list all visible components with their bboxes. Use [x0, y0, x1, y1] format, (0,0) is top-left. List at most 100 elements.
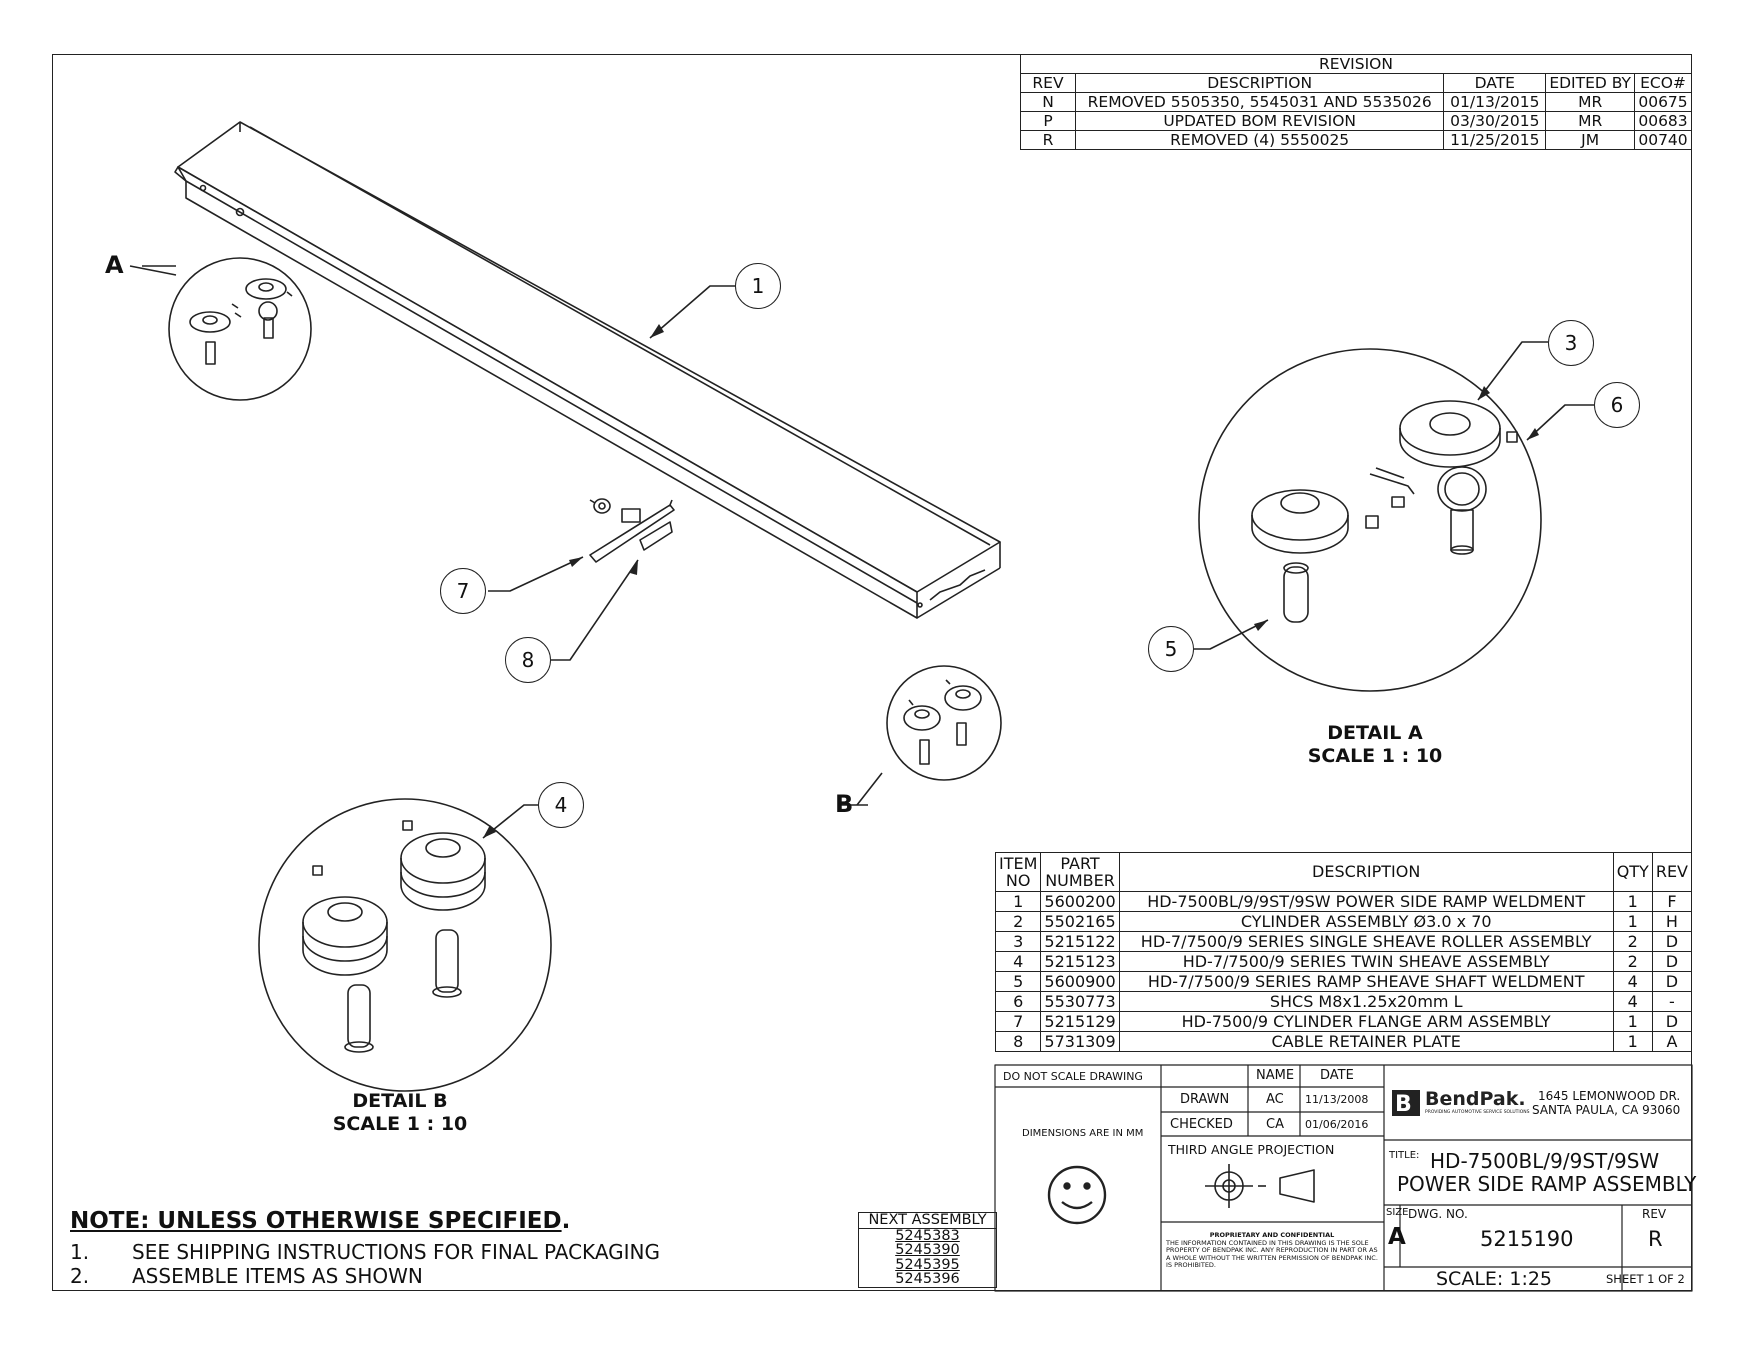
- note-2-number: 2.: [70, 1264, 90, 1288]
- revision-row: P UPDATED BOM REVISION 03/30/2015 MR 006…: [1020, 111, 1692, 131]
- revision-cell: UPDATED BOM REVISION: [1074, 111, 1445, 131]
- company-name: BendPak.: [1425, 1088, 1526, 1110]
- revision-cell: 00675: [1634, 92, 1692, 112]
- projection-label: THIRD ANGLE PROJECTION: [1168, 1142, 1335, 1157]
- sheet-number: SHEET 1 OF 2: [1606, 1272, 1685, 1286]
- bom-cell: 5600200: [1040, 891, 1120, 912]
- bill-of-materials: ITEM NO PART NUMBER DESCRIPTION QTY REV …: [994, 852, 1693, 1052]
- scale-value: SCALE: 1:25: [1436, 1268, 1553, 1290]
- bom-cell: 5: [994, 971, 1042, 992]
- revision-row: R REMOVED (4) 5550025 11/25/2015 JM 0074…: [1020, 130, 1692, 150]
- next-assembly-item: 5245390: [858, 1243, 997, 1258]
- bom-cell: 1: [1612, 1011, 1653, 1032]
- bom-cell: HD-7/7500/9 SERIES SINGLE SHEAVE ROLLER …: [1118, 931, 1614, 952]
- revision-cell: P: [1020, 111, 1076, 131]
- view-b-locator: [886, 665, 1002, 781]
- proprietary-text: THE INFORMATION CONTAINED IN THIS DRAWIN…: [1166, 1238, 1378, 1269]
- note-1-text: SEE SHIPPING INSTRUCTIONS FOR FINAL PACK…: [132, 1240, 661, 1264]
- callout-5: 5: [1148, 626, 1194, 672]
- callout-6: 6: [1594, 382, 1640, 428]
- revision-cell: N: [1020, 92, 1076, 112]
- next-assembly-item: 5245383: [858, 1228, 997, 1243]
- revision-cell: R: [1020, 130, 1076, 150]
- bom-cell: CYLINDER ASSEMBLY Ø3.0 x 70: [1118, 911, 1614, 932]
- bom-cell: 1: [994, 891, 1042, 912]
- detail-a-caption: DETAIL A SCALE 1 : 10: [1280, 722, 1470, 768]
- bom-cell: 6: [994, 991, 1042, 1012]
- bom-cell: 5731309: [1040, 1031, 1120, 1052]
- flange-arm-assembly: [589, 498, 675, 563]
- revision-header-row: REV DESCRIPTION DATE EDITED BY ECO#: [1020, 73, 1692, 93]
- part-number-header: PART NUMBER: [1040, 852, 1120, 892]
- revision-cell: MR: [1545, 111, 1635, 131]
- revision-cell: 00683: [1634, 111, 1692, 131]
- revision-cell: REMOVED 5505350, 5545031 AND 5535026: [1074, 92, 1445, 112]
- eco-header: ECO#: [1634, 73, 1692, 93]
- note-2-text: ASSEMBLE ITEMS AS SHOWN: [132, 1264, 423, 1288]
- dwg-no-label: DWG. NO.: [1408, 1207, 1468, 1221]
- bom-cell: D: [1651, 931, 1693, 952]
- checked-label: CHECKED: [1170, 1117, 1233, 1132]
- revision-cell: 11/25/2015: [1443, 130, 1547, 150]
- leader-lines: [129, 265, 1594, 839]
- bom-cell: 4: [994, 951, 1042, 972]
- bom-cell: 3: [994, 931, 1042, 952]
- ramp-weldment: [174, 121, 1001, 619]
- revision-row: N REMOVED 5505350, 5545031 AND 5535026 0…: [1020, 92, 1692, 112]
- bom-cell: 4: [1612, 971, 1653, 992]
- bom-cell: D: [1651, 971, 1693, 992]
- detail-a-title: DETAIL A: [1327, 722, 1423, 744]
- bom-rev-header: REV: [1651, 852, 1693, 892]
- title-line-2: POWER SIDE RAMP ASSEMBLY: [1397, 1172, 1697, 1196]
- title-line-1: HD-7500BL/9/9ST/9SW: [1430, 1149, 1660, 1173]
- detail-a-scale: SCALE 1 : 10: [1307, 745, 1443, 767]
- svg-text:B: B: [1395, 1092, 1412, 1117]
- bom-cell: 5600900: [1040, 971, 1120, 992]
- date-header: DATE: [1320, 1068, 1354, 1083]
- size-value: A: [1388, 1224, 1406, 1250]
- bom-cell: 1: [1612, 1031, 1653, 1052]
- bom-cell: 1: [1612, 911, 1653, 932]
- view-b-label: B: [835, 790, 854, 818]
- bom-cell: D: [1651, 951, 1693, 972]
- callout-3: 3: [1548, 320, 1594, 366]
- rev-header: REV: [1020, 73, 1076, 93]
- bom-cell: F: [1651, 891, 1693, 912]
- dwg-no-value: 5215190: [1480, 1227, 1574, 1251]
- detail-a-view: [1198, 348, 1542, 692]
- next-assembly-item: 5245395: [858, 1257, 997, 1272]
- drawn-date: 11/13/2008: [1305, 1093, 1369, 1106]
- bom-cell: H: [1651, 911, 1693, 932]
- callout-4: 4: [538, 782, 584, 828]
- bom-cell: HD-7/7500/9 SERIES TWIN SHEAVE ASSEMBLY: [1118, 951, 1614, 972]
- note-1-number: 1.: [70, 1240, 90, 1264]
- drawing-frame: [52, 54, 1692, 1291]
- revision-cell: 01/13/2015: [1443, 92, 1547, 112]
- view-a-locator: [168, 257, 312, 401]
- drawn-label: DRAWN: [1180, 1092, 1230, 1107]
- bom-cell: D: [1651, 1011, 1693, 1032]
- next-assembly-table: NEXT ASSEMBLY 5245383 5245390 5245395 52…: [858, 1212, 997, 1288]
- bom-cell: CABLE RETAINER PLATE: [1118, 1031, 1614, 1052]
- bom-cell: HD-7500/9 CYLINDER FLANGE ARM ASSEMBLY: [1118, 1011, 1614, 1032]
- rev-value: R: [1648, 1227, 1663, 1251]
- callout-1: 1: [735, 263, 781, 309]
- notes-heading: NOTE: UNLESS OTHERWISE SPECIFIED.: [70, 1208, 571, 1234]
- bom-cell: 5215123: [1040, 951, 1120, 972]
- address-line-1: 1645 LEMONWOOD DR.: [1538, 1089, 1681, 1103]
- leader-arrowheads: [483, 324, 1539, 838]
- size-label: SIZE: [1386, 1207, 1409, 1218]
- bendpak-logo-icon: B: [1392, 1090, 1420, 1117]
- bom-cell: SHCS M8x1.25x20mm L: [1118, 991, 1614, 1012]
- title-block-grid: [994, 1064, 1693, 1292]
- detail-b-title: DETAIL B: [352, 1090, 448, 1112]
- next-assembly-item: 5245396: [858, 1272, 997, 1288]
- smiley-icon: [1047, 1165, 1107, 1225]
- date-header: DATE: [1443, 73, 1547, 93]
- description-header: DESCRIPTION: [1074, 73, 1445, 93]
- checked-name: CA: [1266, 1117, 1284, 1132]
